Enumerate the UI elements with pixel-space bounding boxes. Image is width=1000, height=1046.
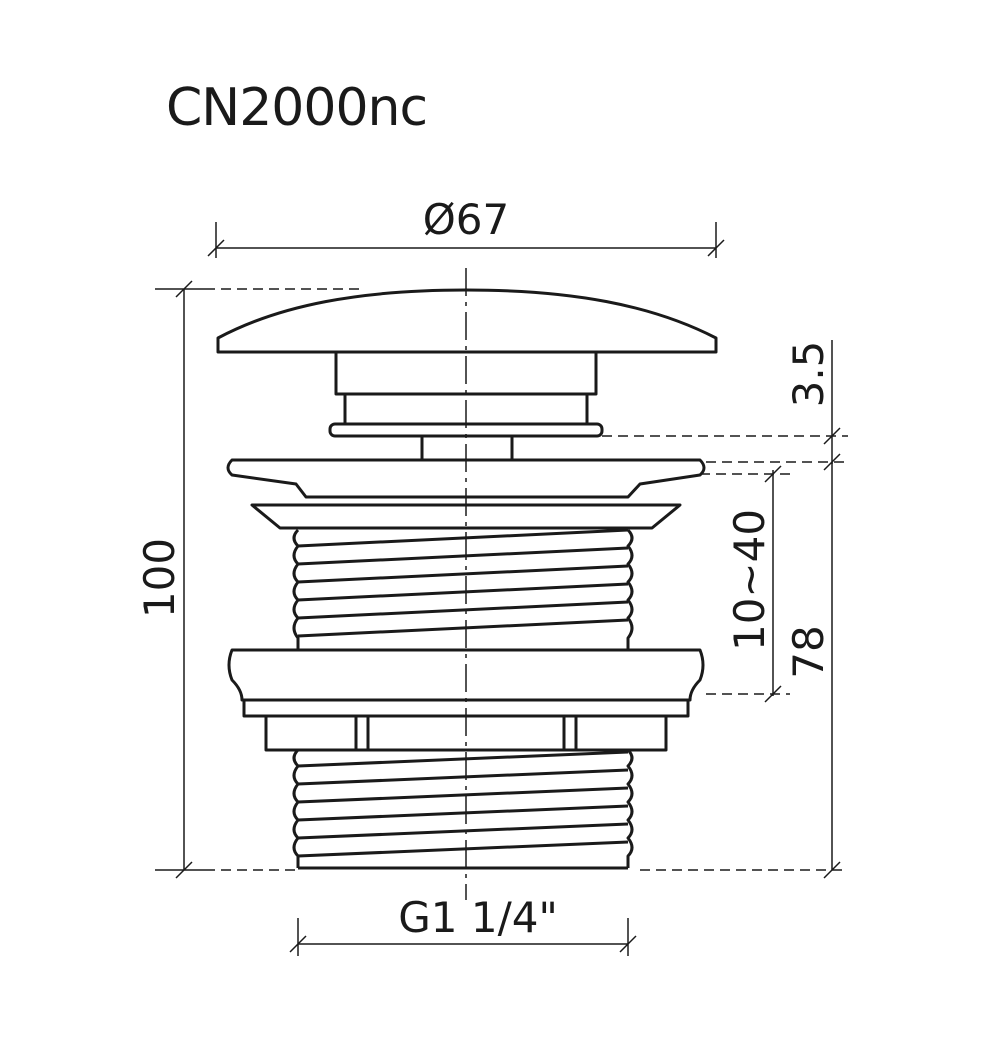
upper-thread-body — [292, 528, 634, 650]
diameter-dimension — [207, 222, 725, 258]
product-code-title: CN2000nc — [166, 78, 428, 138]
washer — [264, 714, 668, 752]
flange — [226, 458, 706, 530]
thread-label: G1 1/4" — [398, 893, 558, 942]
body-height-dimension — [640, 462, 848, 879]
thread-dimension — [289, 918, 637, 956]
body-height-label: 78 — [784, 625, 833, 678]
height-dimension — [155, 280, 365, 879]
stem — [328, 350, 604, 462]
diameter-label: Ø67 — [423, 195, 510, 244]
gap-label: 3.5 — [784, 341, 833, 408]
gap-dimension — [602, 340, 848, 471]
height-label: 100 — [135, 538, 184, 618]
lower-thread-body — [292, 748, 634, 870]
cap — [216, 288, 718, 354]
clamp-range-label: 10~40 — [725, 509, 774, 651]
clamp-range-dimension — [700, 465, 790, 703]
